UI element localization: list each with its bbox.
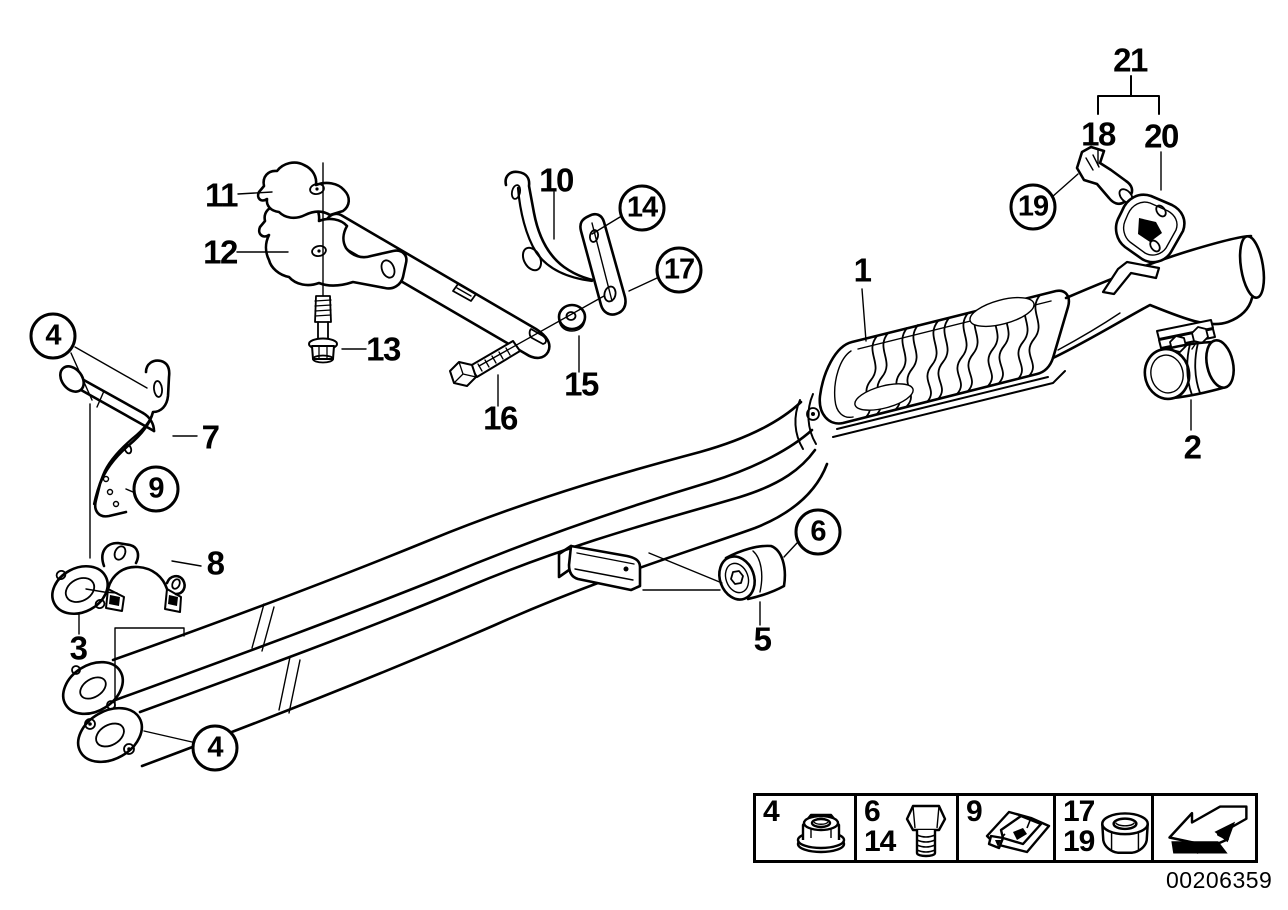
callout-11[interactable]: 11 [205,176,238,214]
image-number: 00206359 [1166,867,1273,893]
legend-number: 14 [864,825,896,858]
callout-1[interactable]: 1 [853,251,872,289]
callout-9[interactable]: 9 [132,465,180,513]
callout-2[interactable]: 2 [1183,428,1202,466]
hanger-bracket-drawing [1114,193,1186,264]
rubber-bushing-drawing [718,544,787,601]
flange-nut-icon [796,813,846,854]
callout-7[interactable]: 7 [201,418,220,456]
callout-15[interactable]: 15 [564,365,599,403]
legend-cell-9[interactable]: 9 [956,793,1056,863]
legend-cell-6-14[interactable]: 6 14 [854,793,959,863]
callout-12[interactable]: 12 [203,233,238,271]
callout-3[interactable]: 3 [69,629,88,667]
support-bracket-8-drawing [101,541,186,613]
catalytic-converter-drawing [794,289,1071,450]
gasket-flange-drawing [51,564,109,616]
callout-8[interactable]: 8 [206,544,225,582]
leader-lines [70,75,1192,743]
cage-nut-icon [985,810,1051,854]
support-bracket-7-drawing [59,359,171,518]
callout-20[interactable]: 20 [1144,117,1179,155]
callout-14[interactable]: 14 [618,184,666,232]
legend-number: 17 [1063,795,1095,828]
callout-13[interactable]: 13 [366,330,401,368]
front-pipes-drawing [108,400,829,768]
legend-cell-17-19[interactable]: 17 19 [1053,793,1154,863]
legend-cell-arrow[interactable] [1151,793,1258,863]
crossbar-assembly-drawing [256,161,627,387]
front-flange-drawing [61,660,144,764]
tail-pipe-drawing [1051,234,1266,360]
callout-10[interactable]: 10 [539,161,574,199]
callout-4b[interactable]: 4 [191,724,239,772]
tunnel-bracket-drawing [557,544,642,592]
return-arrow-icon [1168,805,1248,854]
callout-16[interactable]: 16 [483,399,518,437]
callout-4a[interactable]: 4 [29,312,77,360]
callout-19[interactable]: 19 [1009,183,1057,231]
callout-6[interactable]: 6 [794,508,842,556]
legend-number: 9 [966,795,983,828]
rubber-hanger-drawing [1075,145,1134,206]
legend-cell-4[interactable]: 4 [753,793,857,863]
hex-bolt-icon [905,804,947,858]
fastener-legend: 4 6 14 9 [753,793,1258,863]
legend-number: 19 [1063,825,1095,858]
hex-nut-icon [1101,812,1149,854]
legend-number: 4 [763,795,780,828]
pipe-clamp-drawing [1143,319,1235,401]
callout-21[interactable]: 21 [1113,41,1148,79]
legend-number: 6 [864,795,881,828]
callout-17[interactable]: 17 [655,246,703,294]
callout-5[interactable]: 5 [753,620,772,658]
callout-18[interactable]: 18 [1081,115,1116,153]
